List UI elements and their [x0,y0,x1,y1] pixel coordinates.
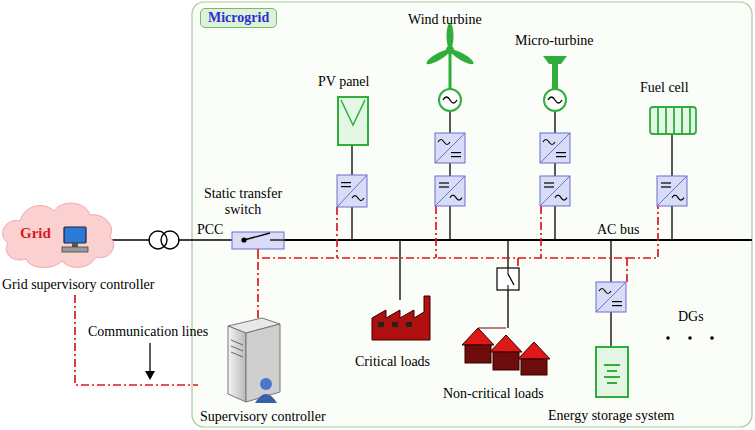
ac-symbol [555,195,567,200]
converter-diagonal [540,133,570,163]
bus-label: AC bus [597,222,639,238]
converter-frame [540,176,570,206]
switch-label: Static transfer switch [203,186,283,218]
generator-symbol [439,89,566,111]
converter-box [435,133,465,163]
converter-box [337,175,367,207]
dc-symbol [341,186,351,187]
converter-box [657,176,687,206]
converter-box [540,133,570,163]
dc-symbol [439,186,449,187]
cloud-outline [3,203,114,267]
converter-diagonal [337,175,367,207]
converter-diagonal [435,176,465,206]
converter-frame [657,176,687,206]
grid-cloud: GridGrid supervisory controller [0,195,178,295]
ac-symbol [672,195,684,200]
communication-link [75,295,198,385]
converter-diagonal [596,282,626,312]
converter-diagonal [435,133,465,163]
converter-frame [435,176,465,206]
load-switch [497,268,519,290]
source-label: Wind turbine [408,12,482,28]
converter-diagonal [657,176,687,206]
converter-diagonal [540,176,570,206]
factory-icon [372,296,430,340]
cloud-label: Grid [20,225,51,241]
dg-label: DGs [678,309,704,325]
ac-symbol [438,140,450,145]
dc-symbol [544,182,554,183]
dc-symbol [612,301,622,302]
source-label: Fuel cell [640,80,689,96]
ac-symbol [352,196,364,201]
dc-symbol [556,152,566,153]
converters [337,133,687,312]
converter-frame [435,133,465,163]
converter-frame [337,175,367,207]
microgrid-region: MicrogridSupervisory controller [192,2,752,427]
computer-stand [72,243,78,247]
dc-symbol [341,182,351,183]
dc-symbol [451,156,461,157]
server-icon [228,318,280,403]
dc-symbol [661,186,671,187]
computer-keyboard [62,247,88,252]
power-lines [112,111,752,347]
dc-symbol [661,182,671,183]
dc-symbol [544,186,554,187]
converter-frame [540,133,570,163]
leader-arrow [145,343,155,380]
dc-symbol [451,152,461,153]
load-label: Critical loads [355,354,430,370]
dc-symbol [439,182,449,183]
ac-symbol [450,195,462,200]
node-label: Grid supervisory controller [2,277,154,293]
dc-symbol [612,305,622,306]
houses-icon [462,328,550,375]
fuel-cell-icon [650,107,696,134]
transformer-symbol [149,231,179,249]
ac-symbol [599,289,611,294]
pv-panel-icon [338,97,368,145]
microgrid-region [192,2,752,427]
communication-lines [258,206,658,318]
converter-frame [596,282,626,312]
note-label: Communication lines [88,324,208,340]
more-dots [666,336,714,340]
micro-turbine-icon [543,56,567,89]
source-label: PV panel [318,74,369,90]
ac-symbol [543,140,555,145]
node-label: Supervisory controller [200,409,326,425]
static-transfer-switch [232,232,284,249]
storage-label: Energy storage system [548,408,675,424]
source-label: Micro-turbine [515,33,594,49]
supervisory-controller: Supervisory controller [198,312,348,426]
region-tag: Microgrid [200,8,277,28]
wind-turbine-icon [425,23,475,89]
pcc-label: PCC [197,222,223,238]
dc-symbol [556,156,566,157]
converter-box [435,176,465,206]
computer-screen [64,227,86,243]
converter-box [540,176,570,206]
converter-box [596,282,626,312]
load-label: Non-critical loads [443,386,544,402]
battery-icon [596,347,628,397]
